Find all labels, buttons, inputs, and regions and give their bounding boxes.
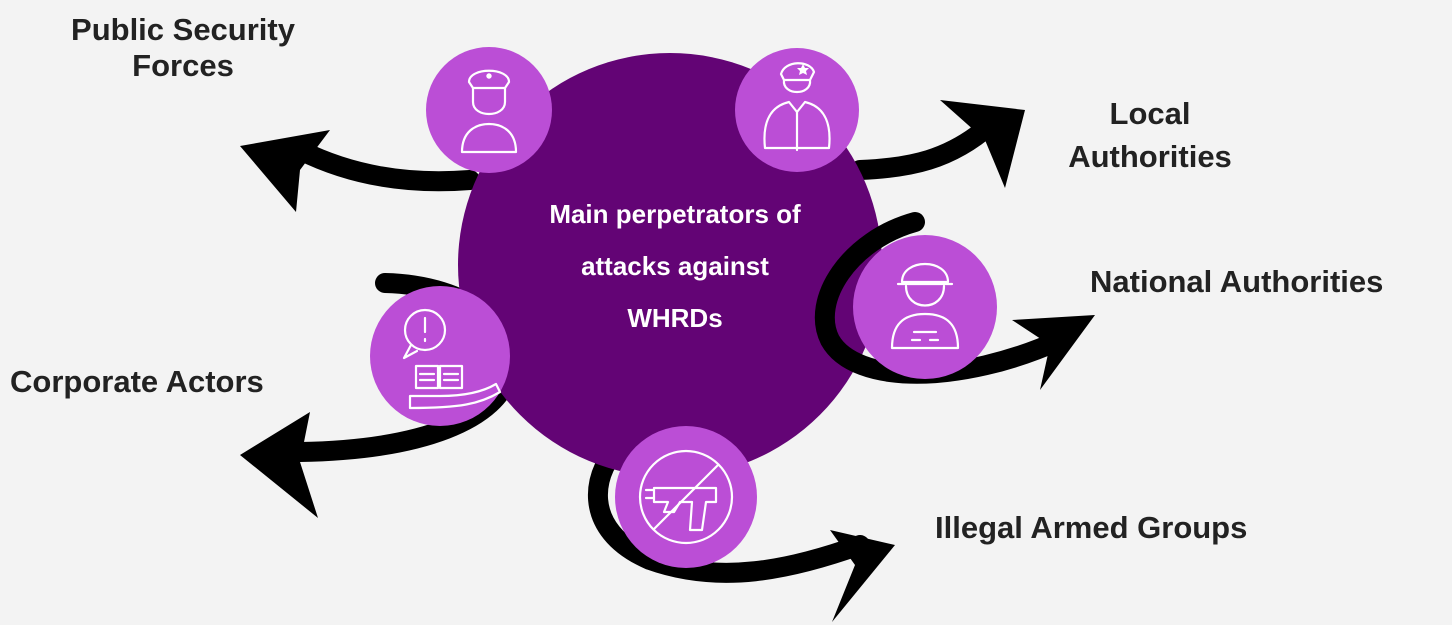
arrow-illegal-armed-groups [588,430,895,622]
label-local-authorities: Local Authorities [1040,92,1260,178]
label-line: Corporate Actors [10,364,264,399]
label-line: Authorities [1068,139,1232,174]
arrow-local-authorities [850,100,1025,188]
center-title-line: WHRDs [627,303,723,333]
icon-node-national-authorities [853,235,997,379]
arrow-public-security-forces [240,130,480,212]
label-line: Forces [132,48,234,83]
no-weapons-icon [638,449,734,545]
official-uniform-icon [763,62,831,152]
label-line: National Authorities [1090,264,1384,299]
center-title-line: attacks against [581,251,769,281]
label-line: Public Security [71,12,295,47]
center-title: Main perpetrators of attacks against WHR… [490,188,860,344]
label-public-security-forces: Public Security Forces [57,12,309,84]
icon-node-public-security-forces [426,47,552,173]
label-line: Illegal Armed Groups [935,510,1248,545]
icon-node-local-authorities [735,48,859,172]
label-national-authorities: National Authorities [1090,264,1383,300]
icon-node-illegal-armed-groups [615,426,757,568]
bribe-hand-money-icon [402,308,502,410]
icon-node-corporate-actors [370,286,510,426]
label-line: Local [1109,96,1191,131]
center-title-line: Main perpetrators of [549,199,801,229]
police-officer-icon [460,69,518,154]
arrow-national-authorities [815,212,1095,390]
soldier-helmet-icon [890,262,960,350]
label-illegal-armed-groups: Illegal Armed Groups [935,510,1247,546]
label-corporate-actors: Corporate Actors [10,364,264,400]
